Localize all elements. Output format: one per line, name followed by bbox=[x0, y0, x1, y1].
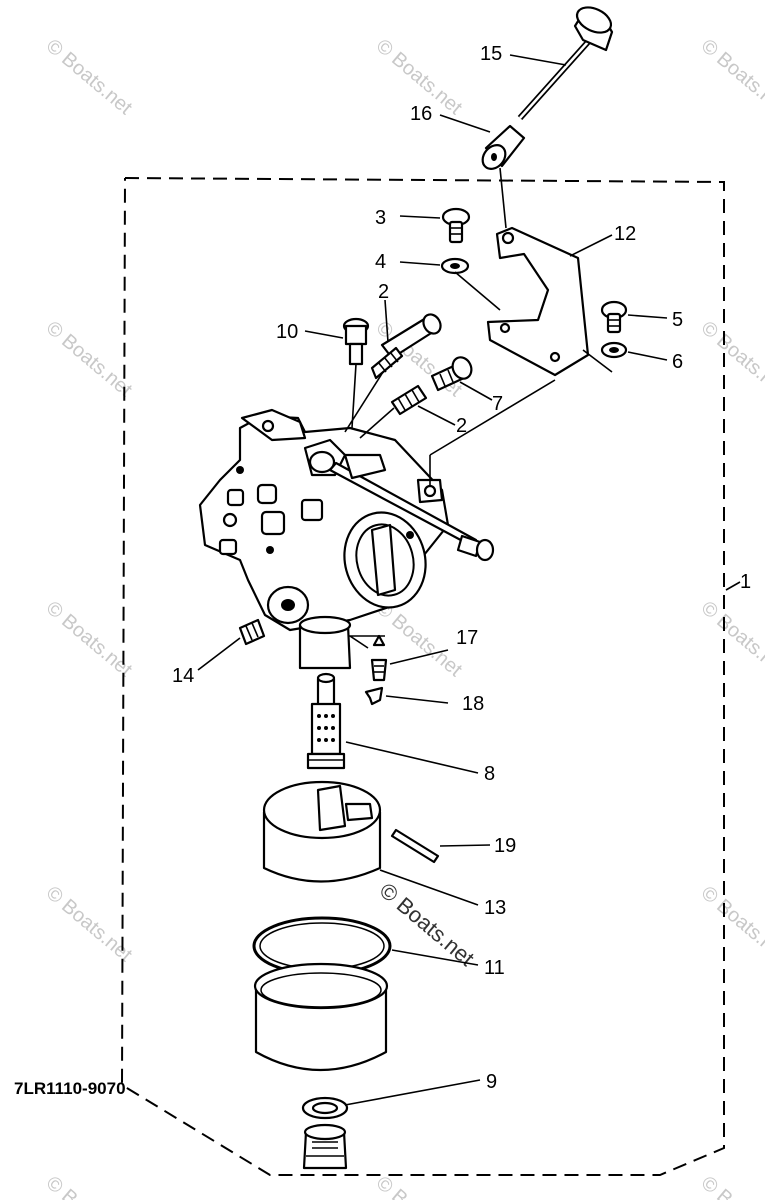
assembly-boundary bbox=[120, 177, 725, 1176]
watermark: © Boats.net bbox=[697, 35, 765, 119]
callout-4: 4 bbox=[375, 251, 386, 273]
drawing-code: 7LR1110-9070 bbox=[14, 1079, 126, 1098]
callout-5: 5 bbox=[672, 309, 683, 331]
part-clip bbox=[364, 686, 384, 706]
watermark: © Boats.net bbox=[697, 1172, 765, 1200]
part-screw-7 bbox=[430, 356, 473, 392]
part-float bbox=[262, 780, 382, 883]
callout-13: 13 bbox=[484, 897, 506, 919]
callout-numbers: 15 16 3 12 4 2 5 10 6 7 2 1 14 17 18 8 1… bbox=[172, 43, 751, 1093]
part-float-pin bbox=[390, 828, 440, 864]
callout-14: 14 bbox=[172, 665, 194, 687]
alignment-lines bbox=[344, 167, 613, 649]
callout-19: 19 bbox=[494, 835, 516, 857]
part-pilot-screw-upper bbox=[370, 313, 442, 380]
part-spring-lower bbox=[390, 384, 428, 416]
callout-9: 9 bbox=[486, 1071, 497, 1093]
callout-7: 7 bbox=[492, 393, 503, 415]
part-screw-5 bbox=[600, 300, 628, 334]
watermark: © Boats.net bbox=[42, 35, 137, 119]
watermark-layer: © Boats.net © Boats.net © Boats.net © Bo… bbox=[42, 35, 765, 1200]
callout-2-lower: 2 bbox=[456, 415, 467, 437]
leader-lines bbox=[197, 54, 741, 1106]
callout-16: 16 bbox=[410, 103, 432, 125]
part-needle-valve bbox=[370, 634, 388, 682]
part-washer-4 bbox=[440, 257, 470, 275]
callout-6: 6 bbox=[672, 351, 683, 373]
watermark: © Boats.net bbox=[42, 317, 137, 401]
watermark: © Boats.net bbox=[697, 597, 765, 681]
callout-3: 3 bbox=[375, 207, 386, 229]
part-idle-screw bbox=[342, 317, 370, 366]
part-main-nozzle bbox=[306, 672, 346, 770]
part-washer-6 bbox=[600, 341, 628, 359]
watermark: © Boats.net bbox=[697, 882, 765, 966]
watermark-center: © Boats.net bbox=[375, 878, 479, 971]
part-choke-knob bbox=[517, 6, 614, 121]
callout-8: 8 bbox=[484, 763, 495, 785]
part-screw-3 bbox=[441, 207, 471, 244]
part-drain-bolt bbox=[302, 1123, 348, 1170]
callout-10: 10 bbox=[276, 321, 298, 343]
watermark: © Boats.net bbox=[372, 1172, 467, 1200]
part-drain-washer bbox=[301, 1096, 349, 1120]
callout-1: 1 bbox=[740, 571, 751, 593]
watermark: © Boats.net bbox=[42, 1172, 137, 1200]
part-float-bowl bbox=[253, 962, 389, 1072]
callout-12: 12 bbox=[614, 223, 636, 245]
part-drain-screw bbox=[238, 618, 266, 646]
callout-17: 17 bbox=[456, 627, 478, 649]
callout-2-upper: 2 bbox=[378, 281, 389, 303]
part-grommet bbox=[481, 124, 526, 170]
part-carburetor-body bbox=[198, 408, 478, 670]
callout-15: 15 bbox=[480, 43, 502, 65]
callout-18: 18 bbox=[462, 693, 484, 715]
part-shaft-screw bbox=[456, 534, 495, 562]
part-choke-bracket bbox=[486, 226, 590, 377]
watermark: © Boats.net bbox=[697, 317, 765, 401]
watermark: © Boats.net bbox=[42, 597, 137, 681]
callout-11: 11 bbox=[484, 957, 505, 979]
